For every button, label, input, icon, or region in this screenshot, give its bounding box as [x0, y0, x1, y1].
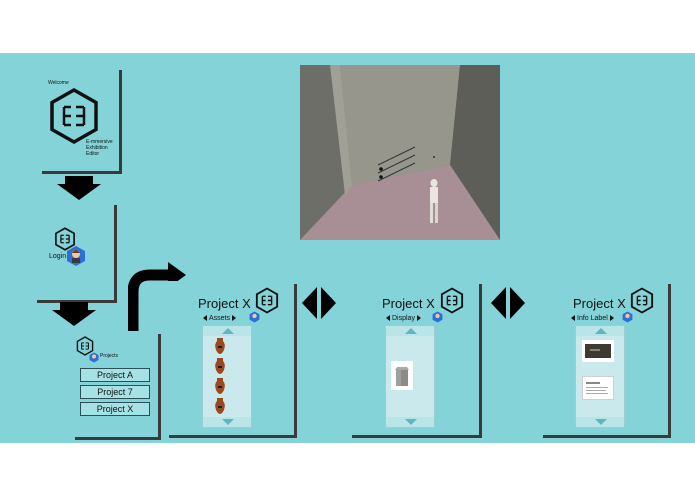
login-card: Login	[34, 202, 114, 300]
scroll-down-button[interactable]	[576, 417, 624, 427]
e-hexagon-logo-icon	[440, 287, 464, 314]
vase-icon[interactable]	[213, 398, 227, 414]
scroll-up-button[interactable]	[203, 326, 251, 336]
vase-icon[interactable]	[213, 378, 227, 394]
info-label-dark-card[interactable]	[582, 340, 614, 362]
tab-display[interactable]: Display	[386, 315, 421, 322]
app-name-line1: E-mmersive	[86, 139, 113, 145]
vase-icon[interactable]	[213, 358, 227, 374]
e-hexagon-small-icon	[54, 227, 76, 251]
e-hexagon-small-icon	[76, 336, 94, 356]
assets-scroll-list[interactable]	[202, 325, 252, 428]
arrow-left-icon[interactable]	[571, 315, 575, 322]
scroll-up-button[interactable]	[576, 326, 624, 336]
project-x-button[interactable]: Project X	[80, 402, 150, 416]
panel-title: Project X	[382, 296, 435, 311]
arrow-right-icon[interactable]	[232, 315, 237, 322]
arrow-right-icon[interactable]	[416, 315, 421, 322]
scroll-down-button[interactable]	[386, 417, 434, 427]
welcome-header: Welcome	[48, 80, 69, 86]
arrow-right-icon[interactable]	[609, 315, 614, 322]
welcome-card: Welcome E-mmersive Exhibition Editor	[39, 67, 119, 171]
tab-label: Display	[392, 315, 415, 322]
e-hexagon-logo-icon	[255, 287, 279, 314]
down-arrow-icon	[57, 176, 101, 205]
app-name-line3: Editor	[86, 151, 100, 157]
user-avatar-icon	[622, 310, 633, 328]
vr-scene-view	[300, 65, 500, 240]
left-right-arrows-icon	[491, 287, 525, 324]
panel-title: Project X	[573, 296, 626, 311]
arrow-left-icon[interactable]	[386, 315, 390, 322]
user-avatar-icon	[432, 310, 443, 328]
project-7-button[interactable]: Project 7	[80, 385, 150, 399]
scroll-up-button[interactable]	[386, 326, 434, 336]
user-avatar-icon	[66, 245, 86, 272]
projects-header: Projects	[100, 353, 119, 359]
left-right-arrows-icon	[302, 287, 336, 324]
down-arrow-icon	[52, 302, 96, 331]
tab-label: Assets	[209, 315, 231, 322]
panel-title: Project X	[198, 296, 251, 311]
pedestal-icon	[395, 367, 409, 386]
tab-label: Info Label	[577, 315, 608, 322]
project-a-button[interactable]: Project A	[80, 368, 150, 382]
vase-icon[interactable]	[213, 338, 227, 354]
e-hexagon-logo-icon	[48, 87, 100, 145]
scroll-down-button[interactable]	[203, 417, 251, 427]
login-label[interactable]: Login	[49, 253, 67, 260]
app-name-line2: Exhibition	[86, 145, 108, 151]
tab-assets[interactable]: Assets	[203, 315, 237, 322]
tab-info-label[interactable]: Info Label	[571, 315, 614, 322]
user-avatar-icon	[249, 310, 260, 328]
info-label-light-card[interactable]	[582, 376, 614, 400]
arrow-left-icon[interactable]	[203, 315, 207, 322]
user-avatar-icon	[89, 350, 99, 368]
e-hexagon-logo-icon	[630, 287, 654, 314]
